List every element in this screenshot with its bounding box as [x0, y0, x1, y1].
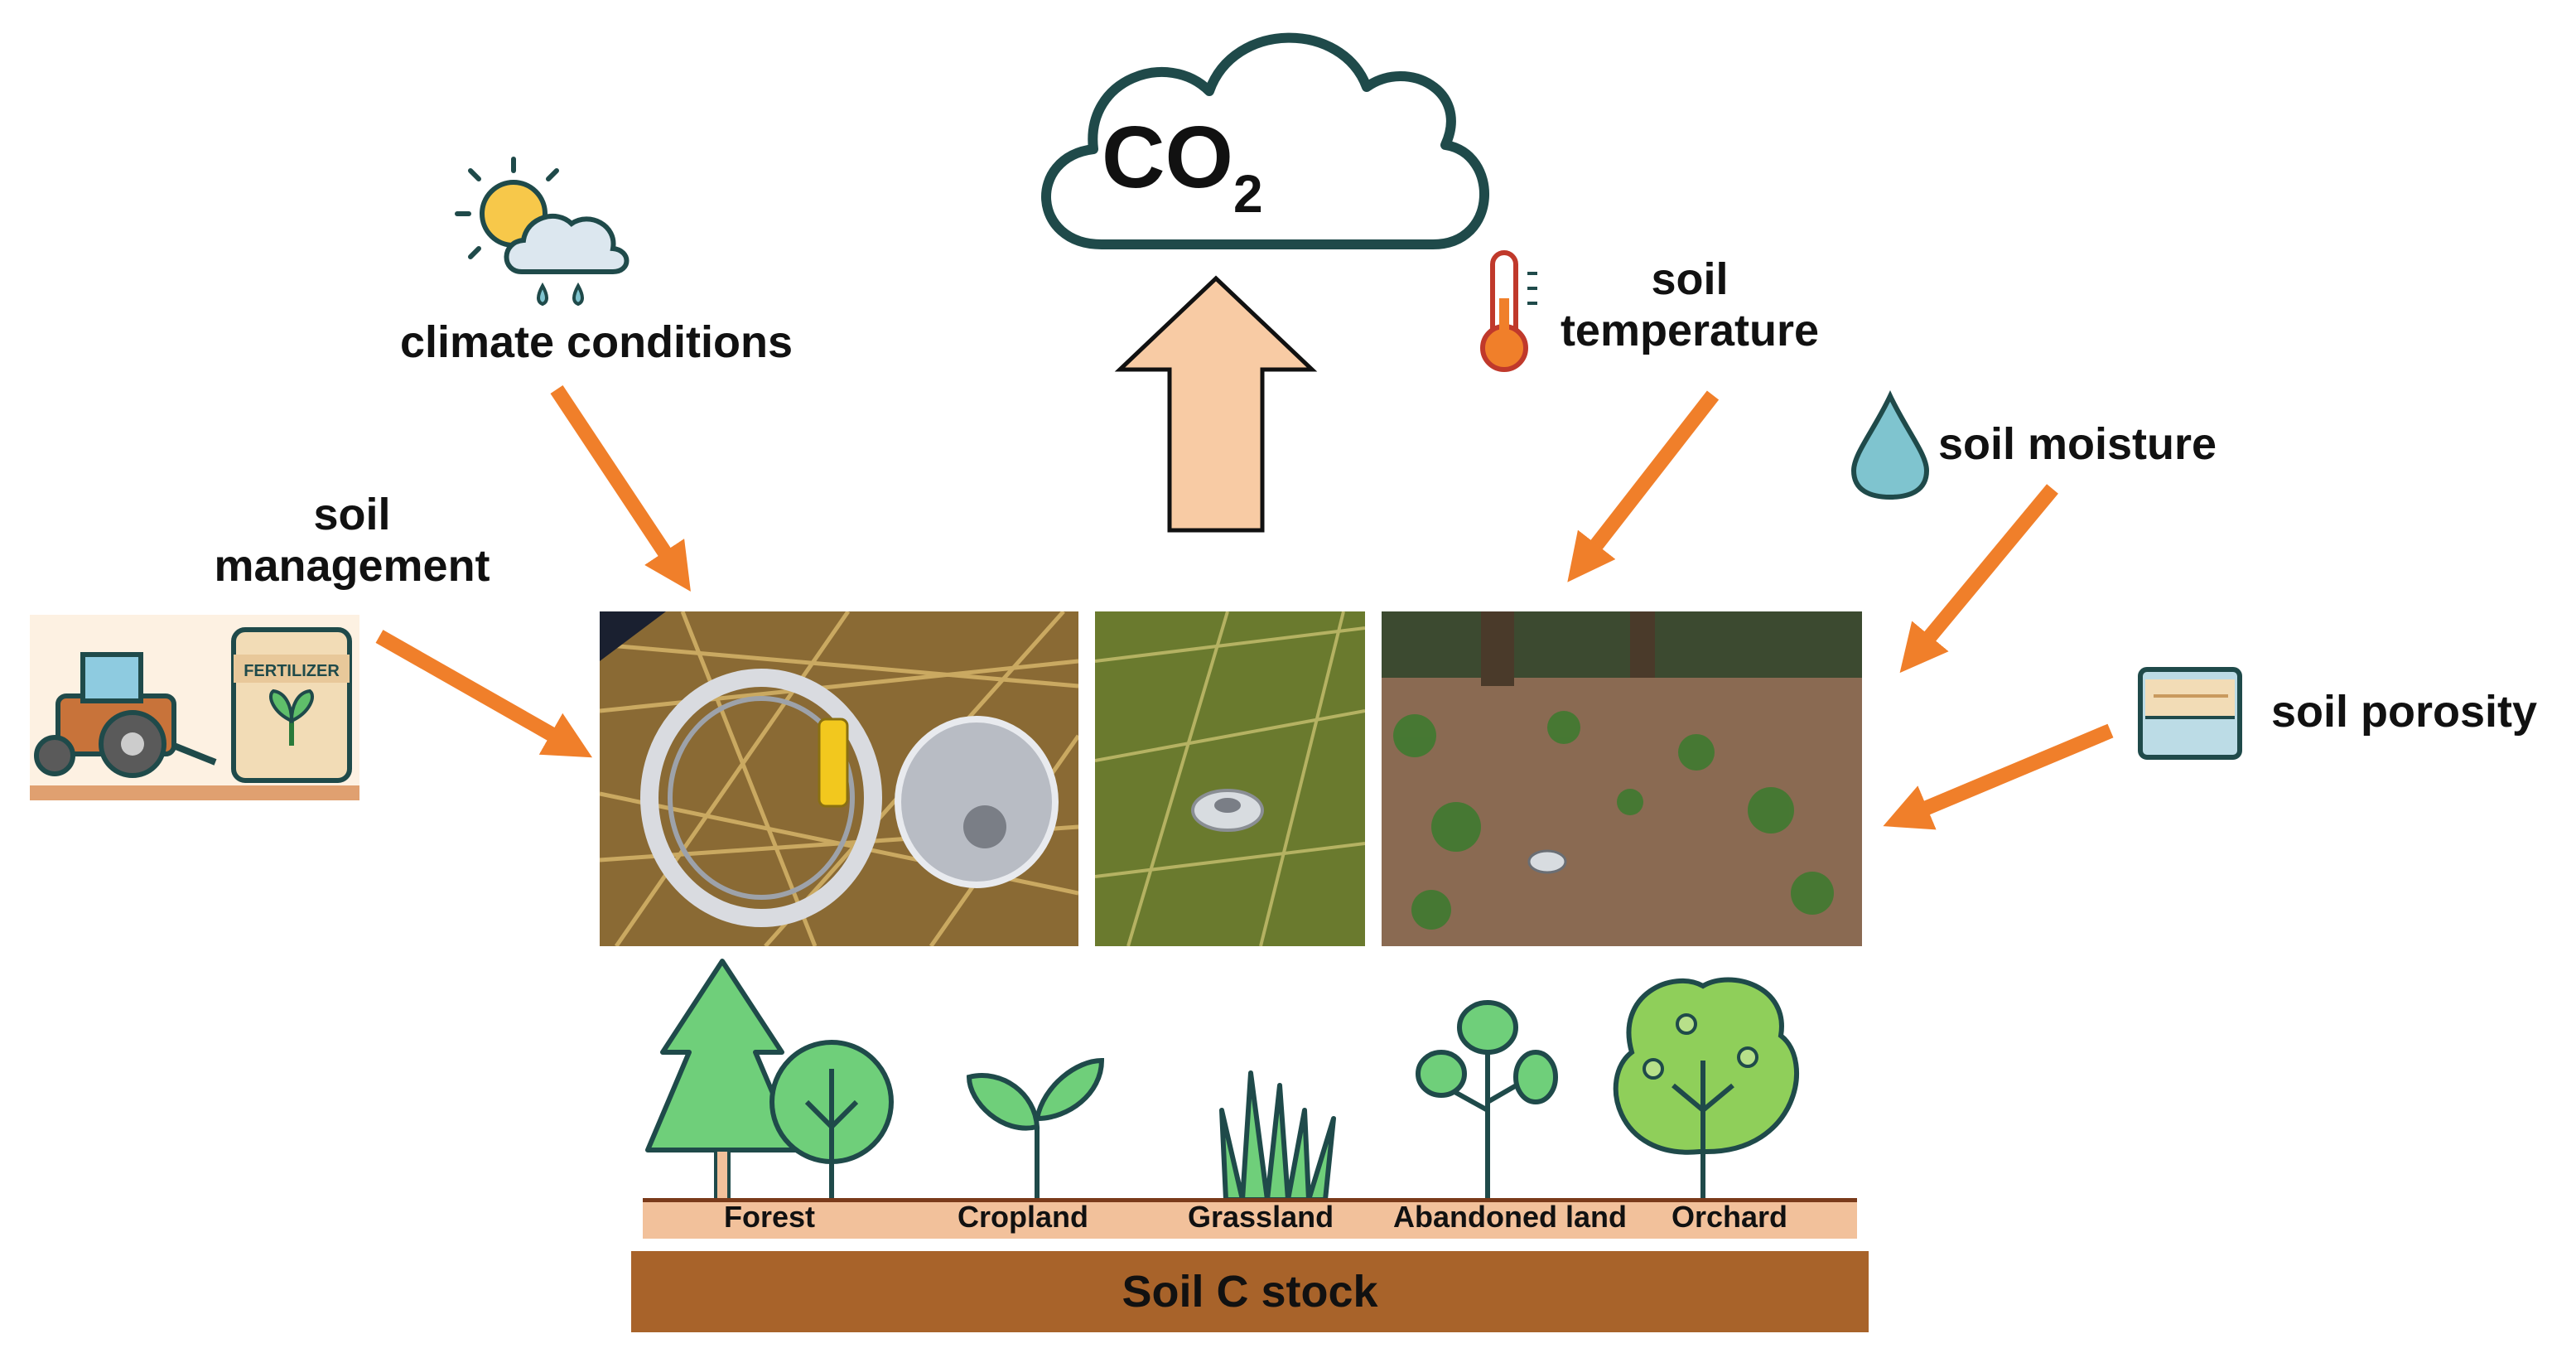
- management-label-line1: soil: [313, 490, 391, 539]
- temperature-label-line1: soil: [1651, 254, 1729, 304]
- fertilizer-bag-text: FERTILIZER: [244, 662, 340, 680]
- co2-formula: CO: [1102, 109, 1233, 206]
- thermometer-icon: [1480, 250, 1537, 372]
- orchard-fruit-tree-icon: [1613, 977, 1799, 1200]
- photo-chamber-ring: [600, 611, 1078, 946]
- soil-layers-icon: [2138, 667, 2242, 760]
- tractor-fertilizer-icon: FERTILIZER: [30, 615, 359, 800]
- management-label: soil management: [178, 489, 526, 592]
- water-drop-icon: [1850, 390, 1930, 500]
- co2-subscript: 2: [1233, 164, 1263, 224]
- land-use-label-cropland: Cropland: [958, 1200, 1088, 1234]
- porosity-arrow: [1883, 723, 2114, 830]
- climate-label: climate conditions: [399, 317, 794, 367]
- weather-icon: [455, 157, 630, 307]
- abandoned-land-shrub-icon: [1416, 1000, 1558, 1200]
- moisture-arrow: [1899, 484, 2058, 674]
- land-use-label-forest: Forest: [724, 1200, 816, 1234]
- climate-arrow: [550, 385, 691, 592]
- grassland-grass-icon: [1219, 1070, 1336, 1202]
- co2-emission-arrow: [1114, 275, 1318, 533]
- moisture-label: soil moisture: [1938, 419, 2217, 469]
- soil-carbon-stock-label: Soil C stock: [1122, 1267, 1378, 1317]
- forest-trees-icon: [645, 959, 894, 1201]
- temperature-label: soil temperature: [1532, 254, 1847, 356]
- photo-grass-collar: [1095, 611, 1365, 946]
- management-arrow: [375, 630, 593, 758]
- temperature-label-line2: temperature: [1560, 306, 1820, 356]
- temperature-arrow: [1567, 390, 1720, 582]
- land-use-label-grassland: Grassland: [1188, 1200, 1334, 1234]
- soil-carbon-stock-bar: Soil C stock: [631, 1251, 1869, 1332]
- land-use-label-abandoned-land: Abandoned land: [1393, 1200, 1627, 1234]
- porosity-label: soil porosity: [2271, 687, 2538, 737]
- ground-strip: [643, 1198, 1857, 1239]
- management-label-line2: management: [214, 541, 490, 592]
- co2-label: CO2: [1102, 108, 1263, 224]
- co2-cloud: [1041, 32, 1489, 249]
- cropland-seedling-icon: [966, 1057, 1105, 1200]
- land-use-label-orchard: Orchard: [1672, 1200, 1788, 1234]
- photo-forest-floor: [1382, 611, 1862, 946]
